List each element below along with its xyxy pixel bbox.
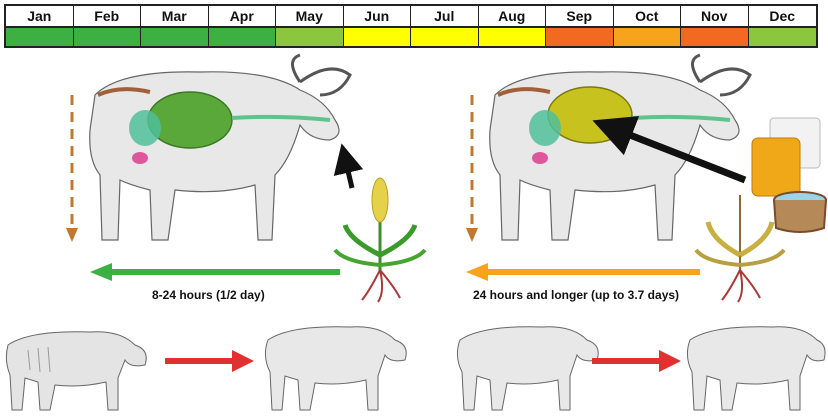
retention-caption-right: 24 hours and longer (up to 3.7 days): [473, 288, 679, 302]
body-condition-row: [6, 327, 825, 410]
time-dashed-arrow-left: [66, 95, 78, 242]
retention-arrow-orange: [466, 263, 700, 281]
dry-grass-plant: [696, 195, 784, 302]
healthy-buffalo-illustration: [265, 327, 406, 410]
retention-caption-left: 8-24 hours (1/2 day): [152, 288, 265, 302]
thin-buffalo-illustration: [6, 332, 146, 410]
buffalo-illustration: [490, 55, 750, 240]
right-panel: [466, 55, 826, 302]
time-dashed-arrow-right: [466, 95, 478, 242]
condition-arrow: [592, 350, 681, 372]
water-trough: [774, 192, 826, 232]
intake-arrow: [345, 158, 352, 188]
condition-arrow: [165, 350, 254, 372]
healthy-buffalo-illustration: [687, 327, 825, 410]
retention-arrow-green: [90, 263, 340, 281]
left-panel: [66, 55, 425, 302]
healthy-buffalo-illustration: [457, 327, 598, 410]
buffalo-illustration: [90, 55, 350, 240]
feed-supplement-block: [752, 118, 820, 196]
fresh-grass-plant: [335, 178, 425, 302]
